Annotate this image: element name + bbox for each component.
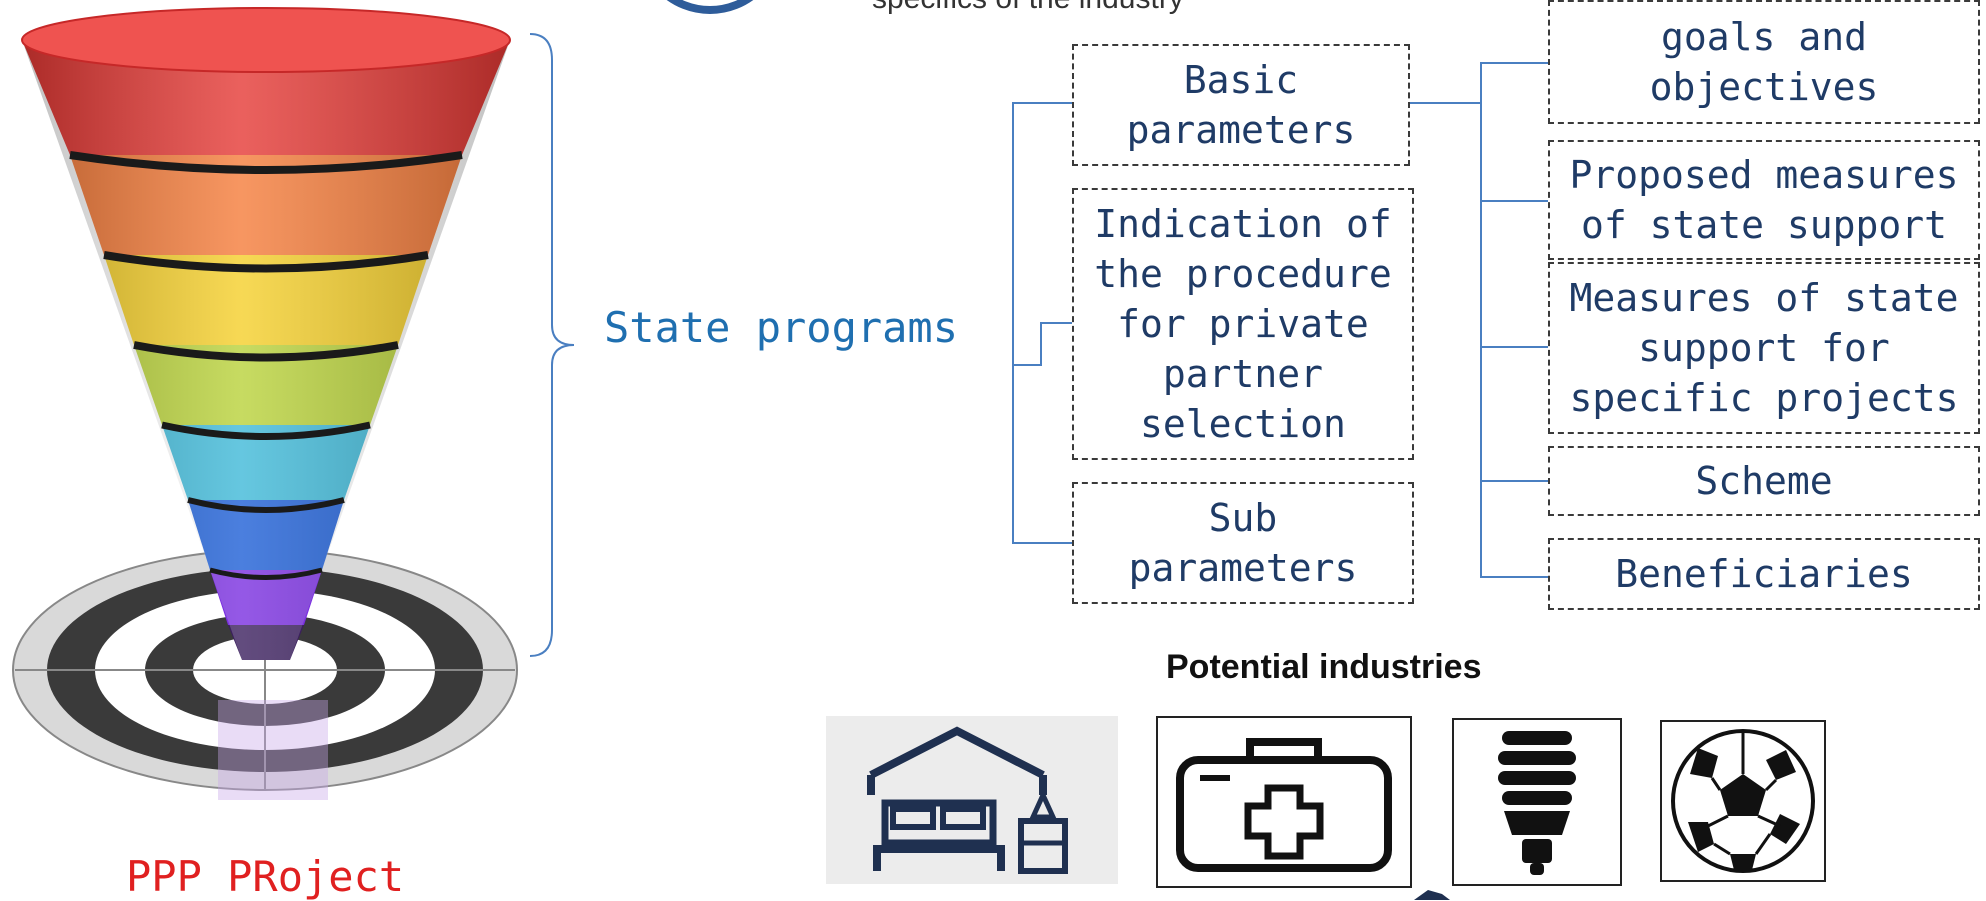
box-label: Measures of state support for specific p… xyxy=(1569,276,1959,420)
connector xyxy=(1012,102,1014,544)
top-circle-decoration xyxy=(666,0,754,14)
connector xyxy=(1012,364,1042,366)
arrow-fragment-icon xyxy=(1414,890,1450,900)
energy-bulb-icon xyxy=(1452,718,1622,886)
box-label: Indication of the procedure for private … xyxy=(1094,202,1392,446)
connector xyxy=(1480,346,1548,348)
private-partner-selection-box: Indication of the procedure for private … xyxy=(1072,188,1414,460)
top-caption: specifics of the industry xyxy=(872,0,1184,16)
connector xyxy=(1480,480,1548,482)
ppp-project-label: PPP PRoject xyxy=(126,852,405,901)
connector xyxy=(1480,200,1548,202)
soccer-ball-icon xyxy=(1660,720,1826,882)
basic-parameters-box: Basic parameters xyxy=(1072,44,1410,166)
scheme-box: Scheme xyxy=(1548,446,1980,516)
connector xyxy=(1012,542,1072,544)
sub-parameters-box: Sub parameters xyxy=(1072,482,1414,604)
medical-kit-icon xyxy=(1156,716,1412,888)
connector xyxy=(1480,62,1548,64)
beneficiaries-box: Beneficiaries xyxy=(1548,538,1980,610)
specific-projects-support-box: Measures of state support for specific p… xyxy=(1548,262,1980,434)
proposed-measures-box: Proposed measures of state support xyxy=(1548,140,1980,260)
connector xyxy=(1012,102,1072,104)
funnel-target-illustration xyxy=(12,7,518,800)
connector xyxy=(1480,62,1482,578)
state-programs-label: State programs xyxy=(604,303,959,352)
box-label: Scheme xyxy=(1695,459,1833,503)
connector xyxy=(1410,102,1482,104)
box-label: Basic parameters xyxy=(1126,58,1356,152)
potential-industries-heading: Potential industries xyxy=(1166,648,1482,686)
connector xyxy=(1040,322,1072,324)
curly-brace xyxy=(529,33,575,657)
box-label: Beneficiaries xyxy=(1615,552,1913,596)
connector xyxy=(1040,322,1042,366)
connector xyxy=(1480,576,1548,578)
goals-objectives-box: goals and objectives xyxy=(1548,0,1980,124)
box-label: Sub parameters xyxy=(1128,496,1358,590)
hotel-bed-icon xyxy=(826,716,1118,884)
target-icon xyxy=(12,549,518,791)
box-label: Proposed measures of state support xyxy=(1569,153,1959,247)
box-label: goals and objectives xyxy=(1649,15,1879,109)
